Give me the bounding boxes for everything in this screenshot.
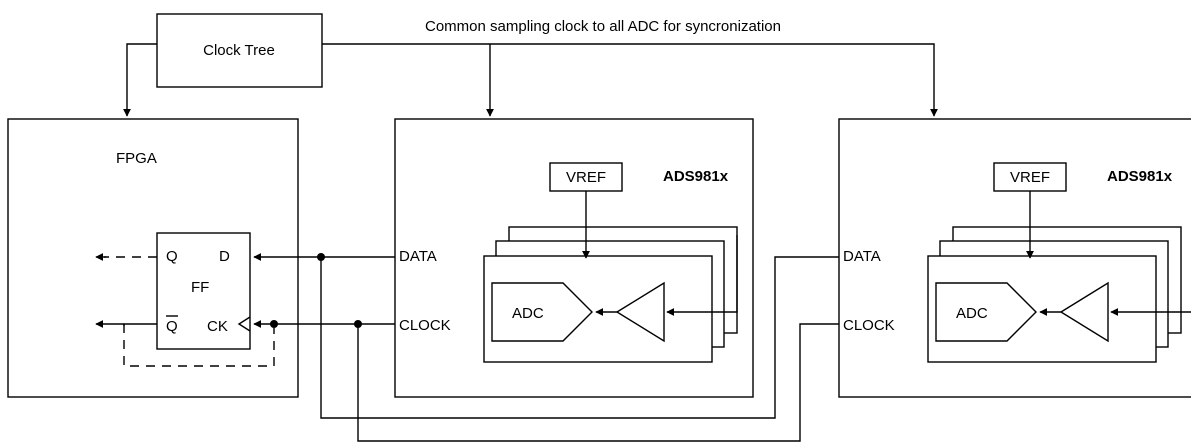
adc-1-input-arrow — [666, 235, 738, 316]
adc-chip-1: ADS981x VREF ADC DATA CLOCK — [394, 118, 754, 398]
flip-flop-box — [156, 232, 251, 350]
flip-flop: Q D FF Q CK — [156, 232, 251, 350]
vref-1-box — [549, 162, 623, 192]
feedback-junction-dot — [270, 320, 278, 328]
adc-2-data-pin: DATA — [843, 248, 881, 265]
ff-qbar-pin: Q — [166, 318, 178, 335]
adc-2-label: ADC — [956, 305, 988, 322]
clock-to-fpga-arrow — [123, 43, 157, 117]
adc-1-converter-shape — [491, 282, 593, 342]
clock-input-triangle-icon — [237, 316, 251, 332]
adc-1-clock-pin: CLOCK — [399, 317, 451, 334]
clock-tree-box — [156, 13, 323, 88]
clock-distribution — [123, 43, 938, 117]
vref-2-label: VREF — [1010, 169, 1050, 186]
adc-2-buffer-triangle-icon — [1059, 281, 1109, 343]
adc-2-data-route — [320, 256, 839, 419]
clock-tree-label: Clock Tree — [203, 42, 275, 59]
sync-caption: Common sampling clock to all ADC for syn… — [425, 18, 781, 35]
adc-chip-2: ADS981x VREF ADC DATA CLOCK — [838, 118, 1191, 398]
adc-chip-1-label: ADS981x — [663, 168, 729, 185]
adc-2-converter-shape — [935, 282, 1037, 342]
interconnect — [253, 253, 839, 442]
fpga-block: FPGA Q D FF Q CK — [7, 118, 299, 398]
clock-tree-block: Clock Tree — [156, 13, 323, 88]
clock-junction-dot — [354, 320, 362, 328]
qbar-feedback-dashed-line — [123, 324, 275, 367]
adc-1-data-pin: DATA — [399, 248, 437, 265]
adc-2-clock-route — [357, 323, 839, 442]
ff-d-pin: D — [219, 248, 230, 265]
ff-q-pin: Q — [166, 248, 178, 265]
adc-1-label: ADC — [512, 305, 544, 322]
adc-1-buffer-triangle-icon — [615, 281, 665, 343]
data-junction-dot — [317, 253, 325, 261]
adc-2-clock-pin: CLOCK — [843, 317, 895, 334]
fpga-label: FPGA — [116, 150, 157, 167]
ff-label: FF — [191, 279, 209, 296]
adc-chip-2-label: ADS981x — [1107, 168, 1173, 185]
vref-1-label: VREF — [566, 169, 606, 186]
clock-bus-line — [322, 43, 938, 117]
ff-ck-pin: CK — [207, 318, 228, 335]
